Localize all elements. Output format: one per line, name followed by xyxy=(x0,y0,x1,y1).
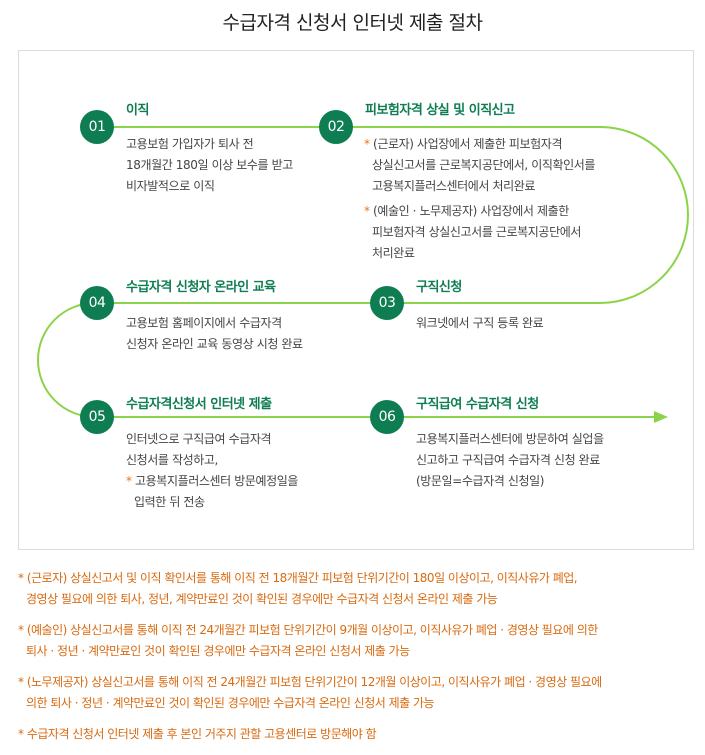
desc-line: (근로자) 사업장에서 제출한 피보험자격 xyxy=(373,137,563,151)
step-title-01: 이직 xyxy=(126,103,149,118)
asterisk-marker: * xyxy=(18,623,24,637)
desc-line: (방문일=수급자격 신청일) xyxy=(416,474,545,488)
desc-line: 신청서를 작성하고, xyxy=(126,453,218,467)
footnote-item: * (노무제공자) 상실신고서를 통해 이직 전 24개월간 피보험 단위기간이… xyxy=(18,672,694,714)
step-desc-06: 고용복지플러스센터에 방문하여 실업을 신고하고 구직급여 수급자격 신청 완료… xyxy=(416,429,604,492)
asterisk-marker: * xyxy=(126,474,132,488)
desc-line: 신고하고 구직급여 수급자격 신청 완료 xyxy=(416,453,600,467)
desc-line: (예술인 · 노무제공자) 사업장에서 제출한 xyxy=(373,204,569,218)
step-desc-03: 워크넷에서 구직 등록 완료 xyxy=(416,313,544,334)
step-number-03: 03 xyxy=(370,286,404,320)
desc-line: 고용보험 가입자가 퇴사 전 xyxy=(126,137,254,151)
desc-line: 입력한 뒤 전송 xyxy=(134,495,205,509)
arrow-head-icon xyxy=(654,411,668,423)
desc-line: 피보험자격 상실신고서를 근로복지공단에서 xyxy=(372,225,581,239)
desc-line: 처리완료 xyxy=(372,246,415,260)
step-title-03: 구직신청 xyxy=(416,280,462,295)
footnote-line: 퇴사 · 정년 · 계약만료인 것이 확인된 경우에만 수급자격 온라인 신청서… xyxy=(26,644,410,658)
asterisk-marker: * xyxy=(18,571,24,585)
step-desc-05: 인터넷으로 구직급여 수급자격 신청서를 작성하고, * 고용복지플러스센터 방… xyxy=(126,429,298,513)
desc-line: 인터넷으로 구직급여 수급자격 xyxy=(126,432,272,446)
footnote-line: 수급자격 신청서 인터넷 제출 후 본인 거주지 관할 고용센터로 방문해야 함 xyxy=(26,727,377,741)
desc-line: 상실신고서를 근로복지공단에서, 이직확인서를 xyxy=(372,158,596,172)
step-title-02: 피보험자격 상실 및 이직신고 xyxy=(365,103,515,118)
desc-line: 비자발적으로 이직 xyxy=(126,179,215,193)
asterisk-marker: * xyxy=(18,675,24,689)
asterisk-marker: * xyxy=(18,727,24,741)
step-title-04: 수급자격 신청자 온라인 교육 xyxy=(126,280,276,295)
footnote-line: (노무제공자) 상실신고서를 통해 이직 전 24개월간 피보험 단위기간이 1… xyxy=(26,675,602,689)
desc-line: 18개월간 180일 이상 보수를 받고 xyxy=(126,158,293,172)
desc-line: 고용복지플러스센터에 방문하여 실업을 xyxy=(416,432,604,446)
desc-line: 고용보험 홈페이지에서 수급자격 xyxy=(126,316,282,330)
process-diagram-frame xyxy=(18,50,694,550)
step-number-02: 02 xyxy=(319,110,353,144)
asterisk-marker: * xyxy=(364,137,370,151)
step-desc-04: 고용보험 홈페이지에서 수급자격 신청자 온라인 교육 동영상 시청 완료 xyxy=(126,313,303,355)
step-number-01: 01 xyxy=(80,110,114,144)
step-number-06: 06 xyxy=(370,400,404,434)
footnote-item: * (예술인) 상실신고서를 통해 이직 전 24개월간 피보험 단위기간이 9… xyxy=(18,620,694,662)
process-flow-path xyxy=(37,126,689,423)
desc-item: * (근로자) 사업장에서 제출한 피보험자격 xyxy=(364,134,595,155)
desc-line: 고용복지플러스센터에서 처리완료 xyxy=(372,179,536,193)
footnote-item: * (근로자) 상실신고서 및 이직 확인서를 통해 이직 전 18개월간 피보… xyxy=(18,568,694,610)
step-desc-02: * (근로자) 사업장에서 제출한 피보험자격 상실신고서를 근로복지공단에서,… xyxy=(364,134,595,264)
step-desc-01: 고용보험 가입자가 퇴사 전 18개월간 180일 이상 보수를 받고 비자발적… xyxy=(126,134,293,197)
footnote-line: (근로자) 상실신고서 및 이직 확인서를 통해 이직 전 18개월간 피보험 … xyxy=(26,571,578,585)
step-title-05: 수급자격신청서 인터넷 제출 xyxy=(126,397,272,412)
footnote-item: * 수급자격 신청서 인터넷 제출 후 본인 거주지 관할 고용센터로 방문해야… xyxy=(18,724,694,745)
page-title: 수급자격 신청서 인터넷 제출 절차 xyxy=(222,12,483,34)
footnote-line: (예술인) 상실신고서를 통해 이직 전 24개월간 피보험 단위기간이 9개월… xyxy=(26,623,598,637)
footnotes: * (근로자) 상실신고서 및 이직 확인서를 통해 이직 전 18개월간 피보… xyxy=(18,568,694,755)
asterisk-marker: * xyxy=(364,204,370,218)
desc-item: * (예술인 · 노무제공자) 사업장에서 제출한 xyxy=(364,201,595,222)
desc-line: 신청자 온라인 교육 동영상 시청 완료 xyxy=(126,337,303,351)
footnote-line: 의한 퇴사 · 정년 · 계약만료인 것이 확인된 경우에만 수급자격 온라인 … xyxy=(26,696,435,710)
step-number-05: 05 xyxy=(80,400,114,434)
step-title-06: 구직급여 수급자격 신청 xyxy=(416,397,539,412)
desc-line: 고용복지플러스센터 방문예정일을 xyxy=(135,474,299,488)
desc-line: 워크넷에서 구직 등록 완료 xyxy=(416,316,544,330)
desc-item: * 고용복지플러스센터 방문예정일을 xyxy=(126,471,298,492)
step-number-04: 04 xyxy=(80,286,114,320)
footnote-line: 경영상 필요에 의한 퇴사, 정년, 계약만료인 것이 확인된 경우에만 수급자… xyxy=(26,592,498,606)
